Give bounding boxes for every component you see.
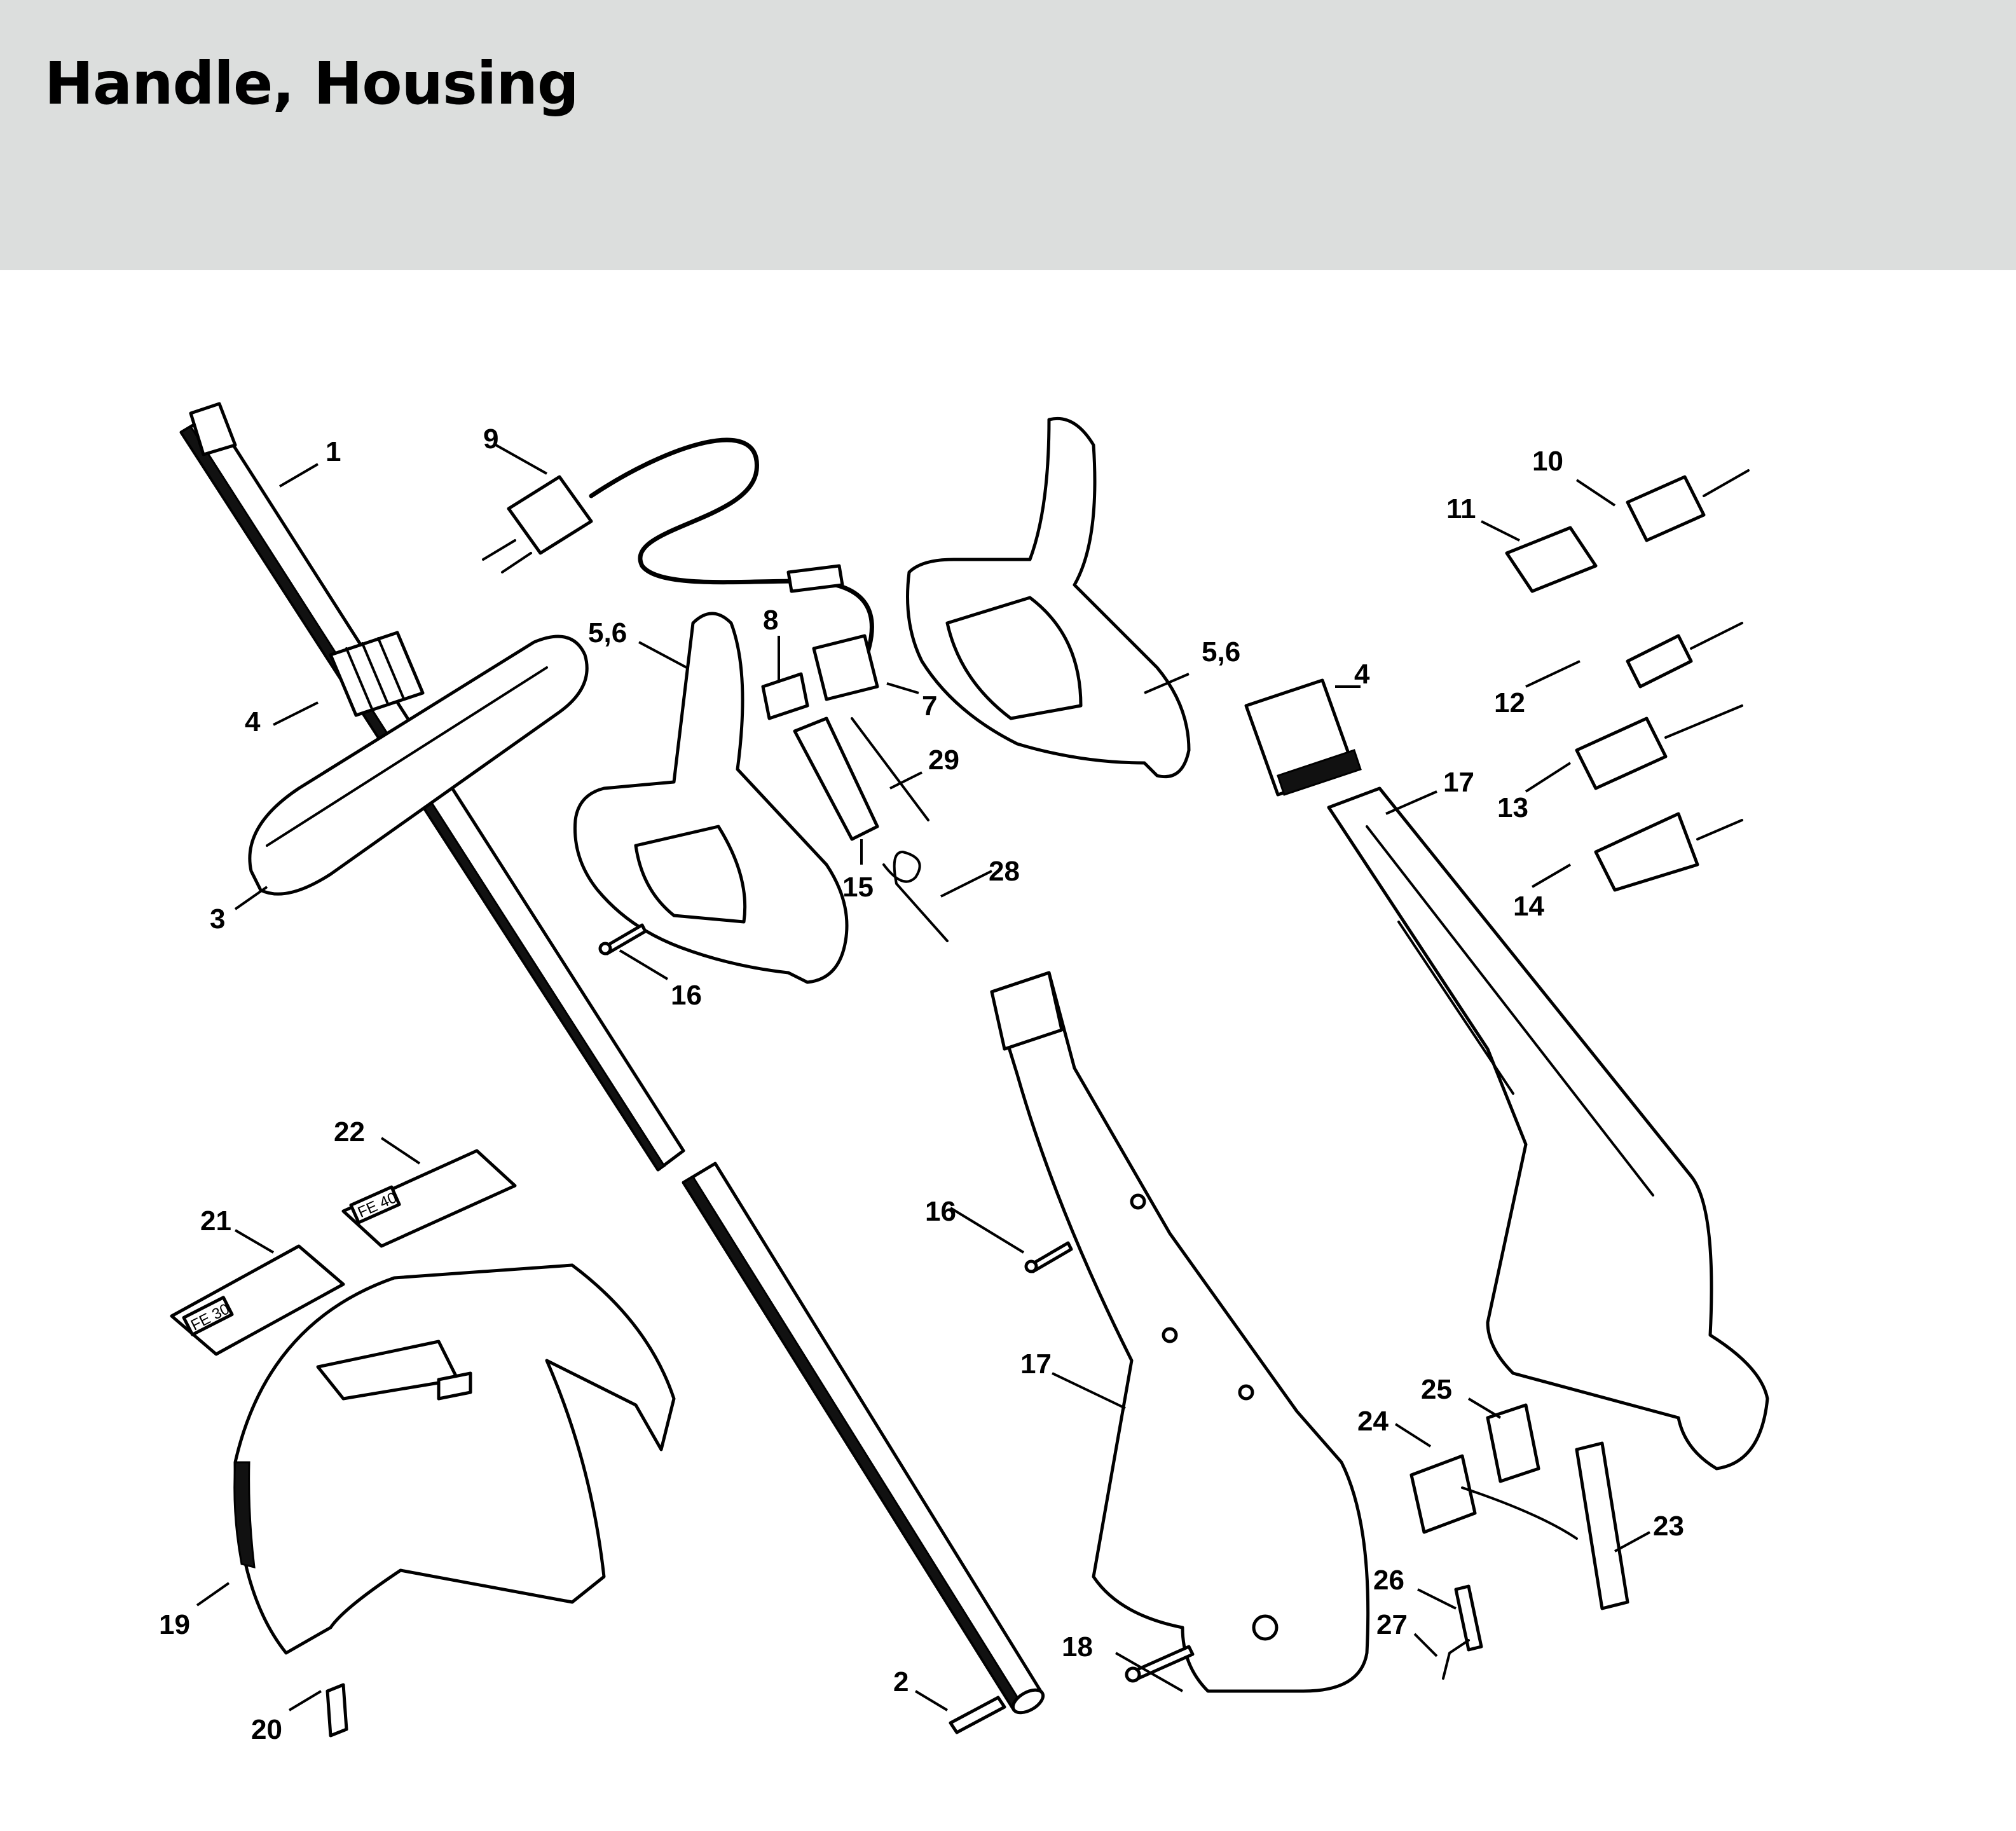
handle-half-left-part — [573, 612, 849, 984]
handle-half-right-part — [906, 416, 1191, 779]
callout-24: 24 — [1357, 1406, 1389, 1437]
callout-17-left: 17 — [1020, 1348, 1052, 1380]
callout-21: 21 — [200, 1205, 231, 1237]
callout-4-left: 4 — [245, 706, 261, 737]
callout-7: 7 — [922, 690, 937, 722]
clamp-ring-left-part — [329, 631, 425, 717]
clip-part — [326, 1683, 348, 1738]
header-band: Handle, Housing — [0, 0, 2016, 270]
loop-handle-part — [248, 634, 589, 896]
electronics-parts — [1409, 1403, 1629, 1680]
callout-numbers: 1 9 4 3 5,6 8 7 29 28 15 16 5,6 10 11 12… — [159, 423, 1684, 1745]
housing-half-right-part — [1327, 786, 1769, 1471]
plug-adapters-parts — [1505, 469, 1750, 892]
power-cord-part — [482, 437, 874, 664]
deflector-guard-part — [233, 1263, 676, 1655]
callout-25: 25 — [1421, 1374, 1452, 1405]
housing-half-left-part — [990, 971, 1370, 1693]
callout-12: 12 — [1494, 687, 1525, 718]
callout-27: 27 — [1376, 1609, 1408, 1640]
page-title: Handle, Housing — [45, 50, 579, 118]
trigger-part — [793, 717, 879, 841]
callout-19: 19 — [159, 1609, 190, 1640]
callout-18: 18 — [1062, 1631, 1093, 1663]
decal-large-part: FE 40 — [341, 1149, 517, 1248]
callout-23: 23 — [1653, 1511, 1684, 1542]
callout-16-lower: 16 — [925, 1196, 956, 1227]
screw-lower-part — [1024, 1241, 1073, 1273]
callout-13: 13 — [1497, 792, 1528, 823]
pin-part — [949, 1696, 1006, 1734]
callout-1: 1 — [326, 436, 341, 467]
decal-small-part: FE 30 — [170, 1244, 345, 1356]
spring-wire-parts — [851, 717, 949, 942]
callout-28: 28 — [989, 856, 1020, 887]
callout-8: 8 — [763, 605, 778, 636]
callout-17-right: 17 — [1443, 767, 1474, 798]
callout-22: 22 — [334, 1116, 365, 1148]
callout-15: 15 — [842, 872, 874, 903]
callout-14: 14 — [1513, 891, 1544, 922]
callout-20: 20 — [251, 1714, 282, 1745]
callout-29: 29 — [928, 744, 959, 776]
callout-10: 10 — [1532, 446, 1563, 477]
callout-3: 3 — [210, 903, 225, 935]
clamp-ring-right-part — [1244, 678, 1362, 797]
callout-5-6-right: 5,6 — [1202, 636, 1240, 668]
callout-11: 11 — [1446, 493, 1476, 525]
leader-lines — [196, 444, 1650, 1711]
callout-2: 2 — [893, 1666, 909, 1697]
switch-part — [761, 634, 879, 720]
callout-4-right: 4 — [1354, 659, 1370, 690]
callout-9: 9 — [483, 423, 498, 455]
callout-26: 26 — [1373, 1565, 1404, 1596]
callout-16-upper: 16 — [671, 980, 702, 1011]
callout-5-6-left: 5,6 — [588, 617, 627, 648]
screw-upper-part — [598, 923, 647, 956]
